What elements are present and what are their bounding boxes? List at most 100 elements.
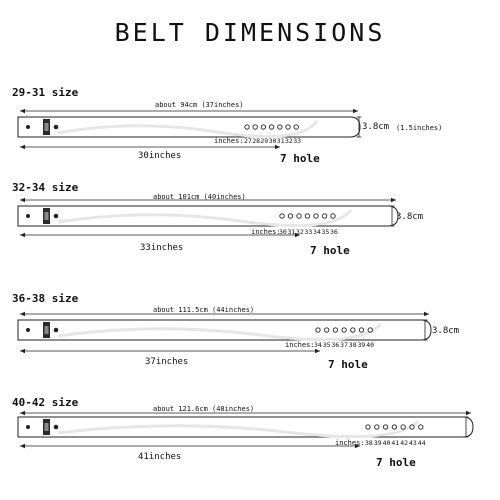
hole-size-number: 33 (293, 137, 301, 145)
length-arrow-head-right (353, 108, 358, 114)
hole-size-number: 32 (296, 228, 304, 236)
belt-hole (287, 213, 294, 219)
belt-hole (382, 424, 389, 430)
belt-size-label: 32-34 size (12, 181, 79, 194)
hole-size-number: 29 (260, 137, 268, 145)
belt-hole (285, 124, 291, 130)
belt-length-label: about 94cm (37inches) (155, 101, 244, 109)
buckle-inner (44, 123, 49, 131)
end-rivet (26, 425, 30, 429)
buckle-inner (44, 326, 49, 334)
hole-size-number: 30 (279, 228, 287, 236)
belt-length-label: about 101cm (40inches) (153, 193, 246, 201)
hole-size-number: 38 (365, 439, 373, 447)
hole-size-number: 43 (409, 439, 417, 447)
hole-size-number: 40 (383, 439, 391, 447)
hole-size-number: 42 (400, 439, 408, 447)
hole-size-number: 30 (269, 137, 277, 145)
rivet (53, 327, 59, 333)
hole-count-label: 7 hole (280, 152, 320, 165)
hole-size-number: 34 (313, 228, 321, 236)
hole-size-number: 28 (252, 137, 260, 145)
rivet (53, 124, 59, 130)
belt-length-label: about 111.5cm (44inches) (153, 306, 255, 314)
belt-hole (400, 424, 406, 430)
belt-width-label: 3.8cm (362, 122, 390, 132)
watermark-swoosh (57, 419, 420, 439)
belt-hole (296, 213, 302, 219)
hole-count-label: 7 hole (376, 456, 416, 469)
length-arrow-head-right (391, 197, 396, 203)
belt-hole (268, 124, 275, 130)
belt-hole (315, 327, 321, 333)
belt-hole (252, 124, 258, 130)
hole-size-number: 32 (285, 137, 293, 145)
length-arrow-head-left (20, 108, 25, 114)
watermark-swoosh (57, 322, 382, 342)
watermark-swoosh (57, 208, 353, 228)
fit-arrow-head-right (295, 232, 300, 238)
fit-arrow-head-left (20, 232, 25, 238)
belt-hole (365, 424, 371, 430)
belt-hole (391, 424, 398, 430)
hole-count-label: 7 hole (328, 358, 368, 371)
belt-hole (277, 124, 283, 130)
belt-fit-label: 37inches (145, 357, 189, 367)
hole-size-number: 39 (374, 439, 382, 447)
belt-hole (304, 213, 311, 219)
belt-hole (350, 327, 356, 333)
belt-hole (321, 213, 328, 219)
belt-hole (341, 327, 347, 333)
belt-hole (418, 424, 424, 430)
belt-hole (324, 327, 330, 333)
belt-width-label: 3.8cm (432, 326, 460, 336)
hole-size-number: 31 (288, 228, 296, 236)
hole-size-number: 33 (305, 228, 313, 236)
end-rivet (26, 328, 30, 332)
length-arrow-head-left (20, 311, 25, 317)
hole-size-number: 39 (358, 341, 366, 349)
belt-hole (367, 327, 373, 333)
hole-size-number: 44 (418, 439, 426, 447)
belt-hole (313, 213, 319, 219)
belt-size-label: 36-38 size (12, 292, 79, 305)
page-title: BELT DIMENSIONS (114, 18, 386, 47)
fit-arrow-head-left (20, 443, 25, 449)
hole-size-number: 27 (244, 137, 252, 145)
belt-hole (358, 327, 365, 333)
hole-size-number: 38 (349, 341, 357, 349)
belt-hole (332, 327, 339, 333)
belt-fit-label: 33inches (140, 243, 184, 253)
belt-hole (260, 124, 267, 130)
belt-size-label: 40-42 size (12, 396, 79, 409)
belt-hole (293, 124, 299, 130)
belt-length-label: about 121.6cm (48inches) (153, 405, 255, 413)
belt-hole (330, 213, 336, 219)
hole-size-number: 41 (391, 439, 399, 447)
end-rivet (26, 214, 30, 218)
hole-size-number: 34 (314, 341, 322, 349)
belt-hole (374, 424, 380, 430)
watermark-swoosh (57, 120, 319, 139)
fit-arrow-head-right (355, 443, 360, 449)
belt-hole (244, 124, 250, 130)
end-rivet (26, 125, 30, 129)
buckle-inner (44, 212, 49, 220)
hole-count-label: 7 hole (310, 244, 350, 257)
fit-arrow-head-right (315, 348, 320, 354)
length-arrow-head-left (20, 197, 25, 203)
belt-width-label: 3.8cm (396, 212, 424, 222)
hole-size-number: 35 (323, 341, 331, 349)
hole-sizes-prefix: inches: (214, 137, 244, 145)
hole-sizes-prefix: inches: (285, 341, 315, 349)
belt-fit-label: 30inches (138, 151, 182, 161)
belt-hole (409, 424, 415, 430)
buckle-inner (44, 423, 49, 431)
fit-arrow-head-left (20, 348, 25, 354)
length-arrow-head-right (424, 311, 429, 317)
belt-width-extra-label: (1.5inches) (396, 124, 443, 132)
fit-arrow-head-left (20, 144, 25, 150)
hole-size-number: 35 (322, 228, 330, 236)
hole-size-number: 37 (340, 341, 348, 349)
